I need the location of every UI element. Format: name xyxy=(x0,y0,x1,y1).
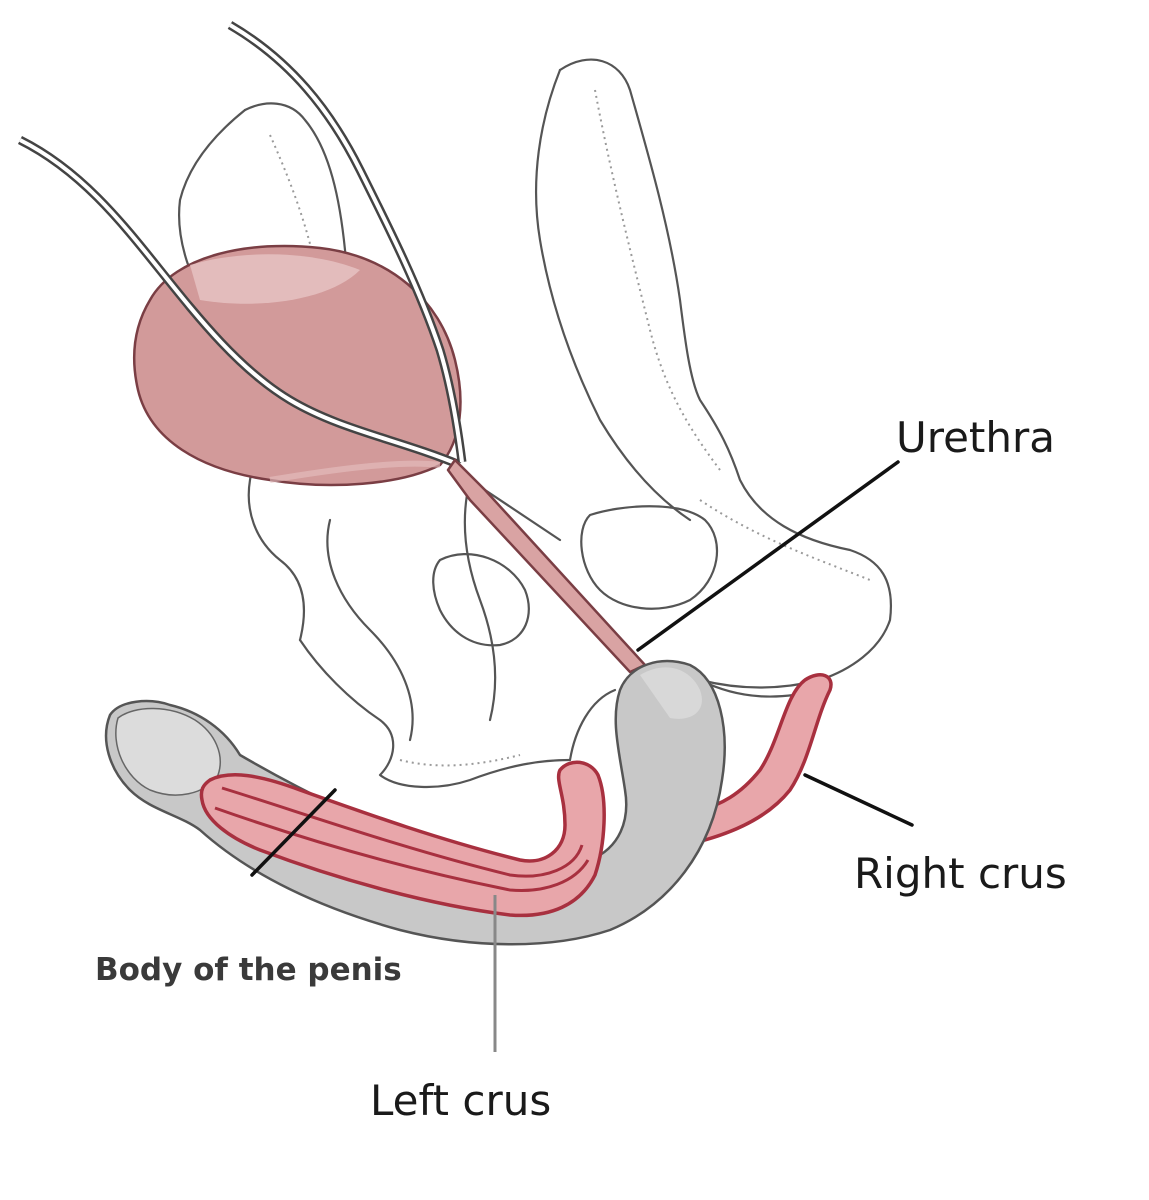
sacrum-inner xyxy=(534,68,692,522)
left-crus xyxy=(199,760,606,918)
right-crus-label: Right crus xyxy=(854,849,1067,898)
obturator-foramen xyxy=(580,505,719,610)
right-crus-leader xyxy=(803,773,914,827)
body-of-penis-label: Body of the penis xyxy=(95,952,402,988)
bladder xyxy=(132,244,462,487)
right-crus xyxy=(698,673,833,842)
sacrum xyxy=(558,58,893,689)
corpus-spongiosum xyxy=(104,660,726,946)
urethra xyxy=(446,458,647,674)
body-section-marker xyxy=(250,788,337,877)
urethra-leader xyxy=(636,460,900,652)
pubic-rami xyxy=(298,638,572,788)
left-crus-label: Left crus xyxy=(370,1076,551,1125)
ureters xyxy=(17,21,467,470)
urethra-label: Urethra xyxy=(896,413,1055,462)
